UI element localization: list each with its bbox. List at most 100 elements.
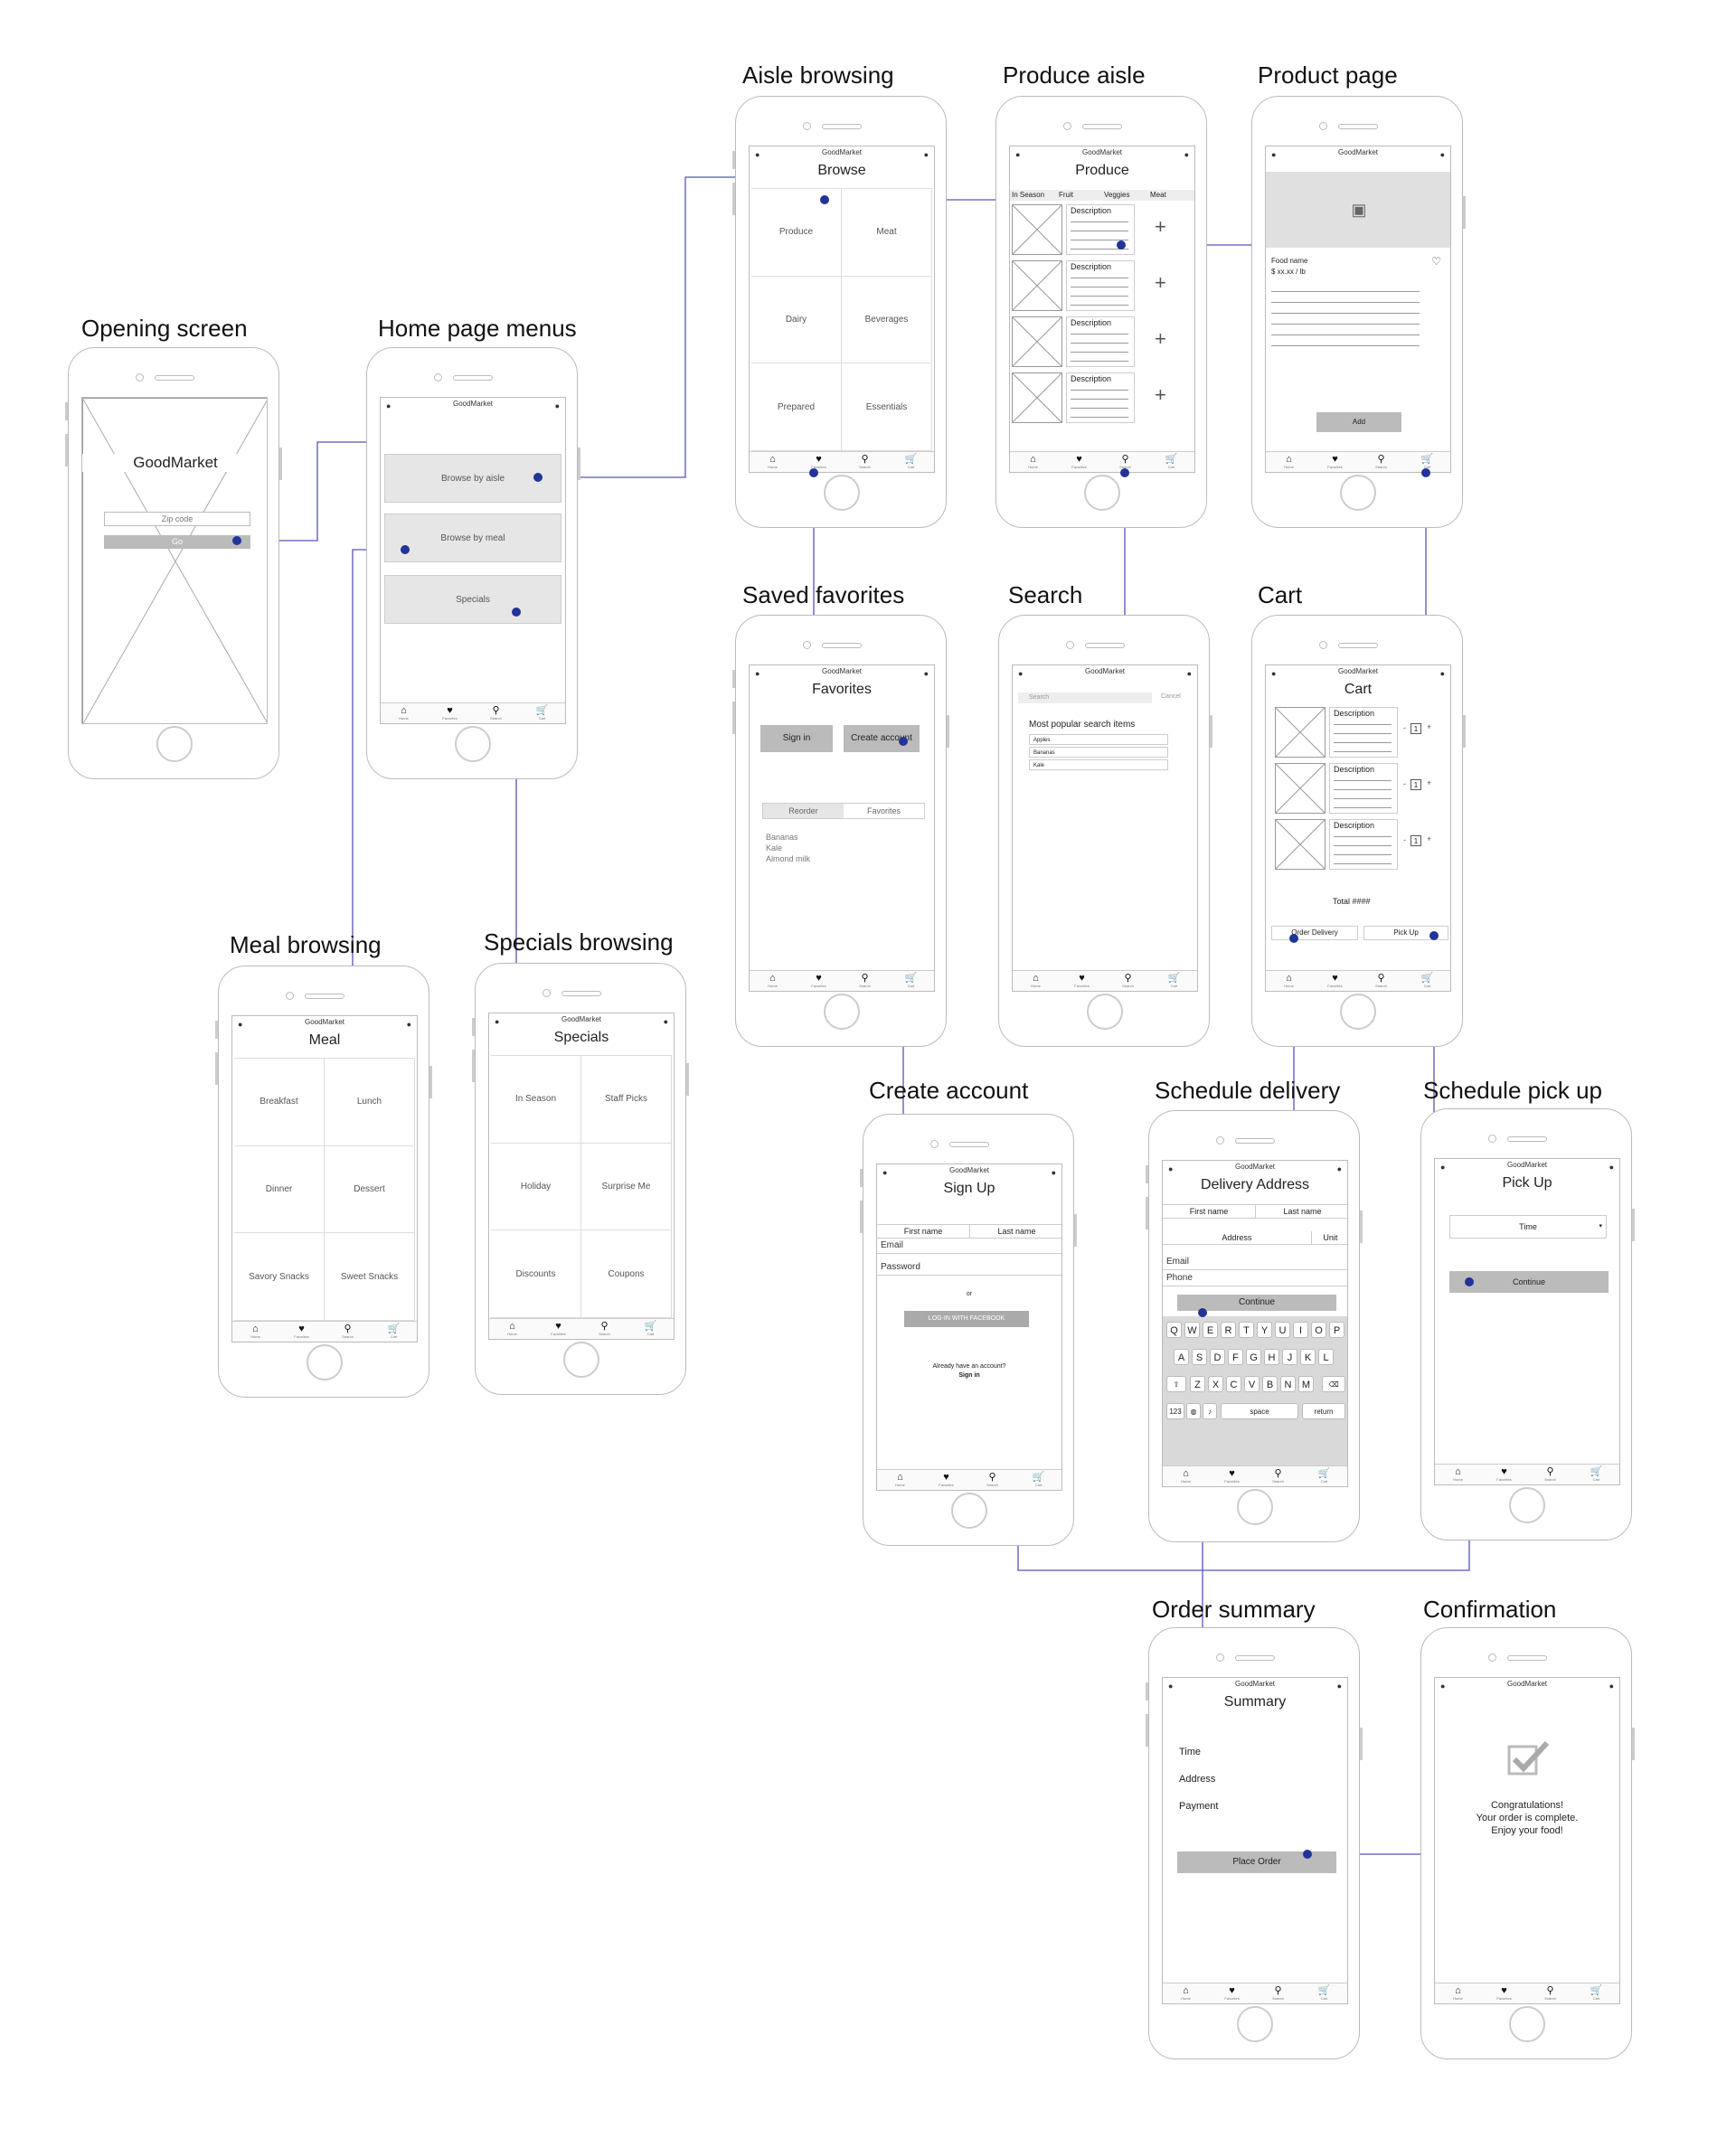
tab-search[interactable]: ⚲Search [842, 454, 888, 469]
tab-home[interactable]: ⌂Home [1266, 454, 1312, 469]
favorite-item[interactable]: Kale [766, 843, 783, 853]
tab-home[interactable]: ⌂Home [1435, 1466, 1481, 1482]
increment-plus-icon[interactable]: + [1427, 722, 1432, 731]
tab-cart[interactable]: 🛒Cart [888, 454, 934, 469]
tab-home[interactable]: ⌂Home [232, 1324, 278, 1339]
address-field[interactable]: Address [1163, 1231, 1312, 1244]
tab-in-season[interactable]: In Season [1012, 191, 1045, 199]
key-t[interactable]: T [1239, 1322, 1254, 1338]
last-name-field[interactable]: Last name [1283, 1207, 1322, 1216]
meal-dinner[interactable]: Dinner [234, 1145, 325, 1234]
special-staff-picks[interactable]: Staff Picks [581, 1056, 672, 1144]
tab-favorites[interactable]: ♥Favorites [923, 1472, 969, 1487]
tab-home[interactable]: ⌂Home [750, 454, 796, 469]
popular-search-item[interactable]: Bananas [1029, 747, 1168, 758]
tab-search[interactable]: ⚲Search [473, 705, 519, 721]
tab-cart[interactable]: 🛒Cart [1151, 973, 1197, 988]
tab-search[interactable]: ⚲Search [1102, 454, 1148, 469]
tab-search[interactable]: ⚲Search [581, 1321, 627, 1336]
special-in-season[interactable]: In Season [491, 1056, 581, 1144]
produce-list-item[interactable]: Description + [1010, 259, 1194, 313]
key-w[interactable]: W [1184, 1322, 1200, 1338]
sign-in-button[interactable]: Sign in [760, 725, 833, 752]
tab-home[interactable]: ⌂Home [1010, 454, 1056, 469]
aisle-produce[interactable]: Produce [751, 189, 842, 277]
tab-cart[interactable]: 🛒Cart [519, 705, 565, 721]
meal-sweet-snacks[interactable]: Sweet Snacks [325, 1233, 415, 1321]
cancel-button[interactable]: Cancel [1161, 693, 1181, 700]
increment-plus-icon[interactable]: + [1427, 778, 1432, 787]
first-name-field[interactable]: First name [877, 1225, 970, 1238]
tab-favorites[interactable]: ♥Favorites [1209, 1468, 1255, 1484]
key-space[interactable]: space [1221, 1403, 1298, 1419]
home-button[interactable] [156, 726, 193, 762]
key-f[interactable]: F [1228, 1349, 1243, 1365]
produce-list-item[interactable]: Description + [1010, 203, 1194, 257]
tab-cart[interactable]: 🛒Cart [1404, 973, 1450, 988]
key-m[interactable]: M [1298, 1376, 1314, 1392]
tab-favorites[interactable]: ♥Favorites [535, 1321, 581, 1336]
tab-favorites[interactable]: ♥Favorites [1056, 454, 1102, 469]
email-field[interactable]: Email [1163, 1255, 1347, 1270]
tab-favorites[interactable]: Favorites [866, 806, 901, 815]
tab-cart[interactable]: 🛒Cart [371, 1324, 417, 1339]
tab-home[interactable]: ⌂Home [1435, 1985, 1481, 2001]
quantity-value[interactable]: 1 [1410, 723, 1421, 734]
tab-veggies[interactable]: Veggies [1104, 191, 1130, 199]
tab-home[interactable]: ⌂Home [1163, 1985, 1209, 2001]
tab-search[interactable]: ⚲Search [1255, 1468, 1301, 1484]
key-n[interactable]: N [1280, 1376, 1296, 1392]
key-h[interactable]: H [1264, 1349, 1279, 1365]
aisle-meat[interactable]: Meat [842, 189, 932, 277]
key-z[interactable]: Z [1190, 1376, 1205, 1392]
tab-home[interactable]: ⌂Home [489, 1321, 535, 1336]
tab-search[interactable]: ⚲Search [1358, 454, 1404, 469]
key-p[interactable]: P [1329, 1322, 1344, 1338]
specials-button[interactable]: Specials [384, 575, 561, 624]
last-name-field[interactable]: Last name [997, 1227, 1036, 1236]
tab-search[interactable]: ⚲Search [325, 1324, 371, 1339]
password-field[interactable]: Password [877, 1260, 1061, 1276]
search-input[interactable]: Search [1018, 692, 1152, 703]
facebook-login-button[interactable]: LOG-IN WITH FACEBOOK [904, 1311, 1029, 1327]
tab-favorites[interactable]: ♥Favorites [1481, 1466, 1527, 1482]
key-b[interactable]: B [1262, 1376, 1278, 1392]
quantity-value[interactable]: 1 [1410, 835, 1421, 846]
go-button[interactable]: Go [104, 535, 250, 549]
aisle-prepared[interactable]: Prepared [751, 363, 842, 451]
tab-search[interactable]: ⚲Search [842, 973, 888, 988]
popular-search-item[interactable]: Kale [1029, 759, 1168, 770]
tab-search[interactable]: ⚲Search [1255, 1985, 1301, 2001]
add-item-plus-icon[interactable]: + [1155, 327, 1166, 350]
tab-home[interactable]: ⌂Home [1266, 973, 1312, 988]
meal-breakfast[interactable]: Breakfast [234, 1059, 325, 1146]
key-l[interactable]: L [1318, 1349, 1334, 1365]
tab-favorites[interactable]: ♥Favorites [1059, 973, 1105, 988]
key-d[interactable]: D [1210, 1349, 1225, 1365]
key-r[interactable]: R [1221, 1322, 1236, 1338]
key-c[interactable]: C [1226, 1376, 1241, 1392]
tab-home[interactable]: ⌂Home [877, 1472, 923, 1487]
key-v[interactable]: V [1244, 1376, 1260, 1392]
add-item-plus-icon[interactable]: + [1155, 215, 1166, 238]
key-backspace-icon[interactable]: ⌫ [1322, 1376, 1345, 1392]
microphone-icon[interactable]: ♪ [1203, 1403, 1217, 1419]
special-coupons[interactable]: Coupons [581, 1230, 672, 1318]
tab-favorites[interactable]: ♥Favorites [1312, 454, 1358, 469]
aisle-dairy[interactable]: Dairy [751, 276, 842, 364]
tab-favorites[interactable]: ♥Favorites [1481, 1985, 1527, 2001]
tab-cart[interactable]: 🛒Cart [627, 1321, 674, 1336]
tab-cart[interactable]: 🛒Cart [1015, 1472, 1061, 1487]
key-a[interactable]: A [1174, 1349, 1189, 1365]
key-g[interactable]: G [1246, 1349, 1261, 1365]
tab-favorites[interactable]: ♥Favorites [796, 454, 842, 469]
tab-cart[interactable]: 🛒Cart [888, 973, 934, 988]
tab-cart[interactable]: 🛒Cart [1573, 1985, 1619, 2001]
tab-favorites[interactable]: ♥Favorites [796, 973, 842, 988]
browse-by-aisle-button[interactable]: Browse by aisle [384, 454, 561, 503]
tab-fruit[interactable]: Fruit [1059, 191, 1073, 199]
tab-home[interactable]: ⌂Home [1013, 973, 1059, 988]
browse-by-meal-button[interactable]: Browse by meal [384, 513, 561, 562]
key-k[interactable]: K [1300, 1349, 1316, 1365]
continue-button[interactable]: Continue [1177, 1295, 1336, 1311]
